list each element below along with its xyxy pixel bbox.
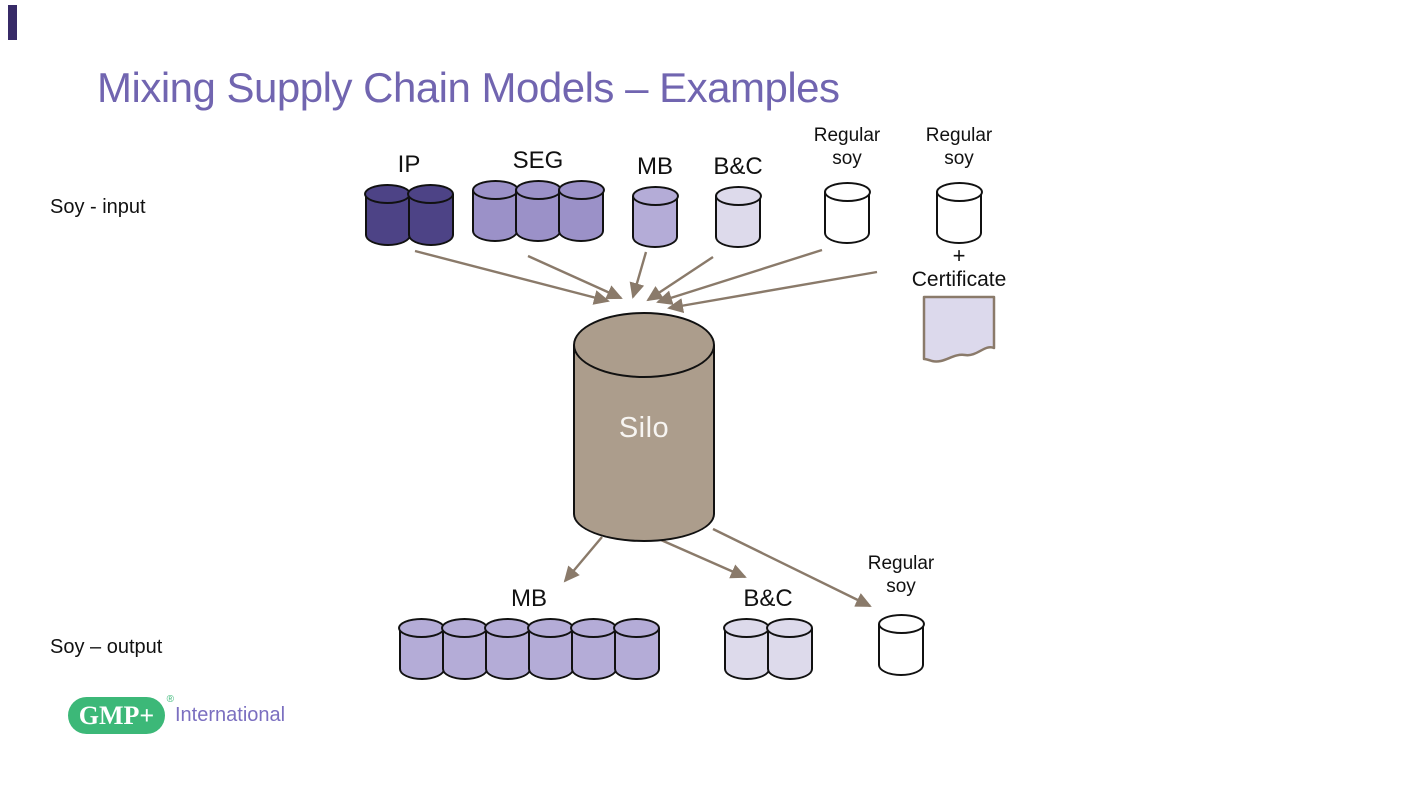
certificate-label: Certificate [911, 268, 1007, 291]
arrow-regular2-to-silo [667, 270, 878, 314]
cylinder-row-seg [471, 180, 605, 242]
silo-label: Silo [618, 412, 670, 444]
cylinder [557, 180, 605, 242]
silo-cap [573, 312, 715, 378]
silo-cylinder: Silo [573, 312, 715, 542]
group-label-bc-output: B&C [743, 585, 793, 612]
arrow-bc-to-silo [646, 255, 714, 302]
arrow-seg-to-silo [527, 254, 623, 300]
cylinder-row-ip [364, 184, 454, 246]
arrow-silo-to-bc [660, 538, 747, 579]
cylinder [398, 618, 445, 680]
arrow-silo-to-mb [563, 536, 603, 583]
slide-accent-bar [8, 5, 17, 40]
group-label-bc-input: B&C [713, 153, 763, 180]
input-group-bc: B&C [707, 152, 769, 248]
arrow-regular1-to-silo [656, 248, 823, 305]
cylinder-row-bc-input [714, 186, 762, 248]
cylinder-row-regular-soy-2 [935, 182, 983, 244]
cylinder [631, 186, 679, 248]
group-label-seg: SEG [512, 147, 564, 174]
cylinder [766, 618, 813, 680]
input-group-seg: SEG [471, 146, 605, 242]
plus-sign: + [952, 243, 966, 268]
input-group-mb: MB [625, 152, 685, 248]
cylinder [723, 618, 770, 680]
slide-title: Mixing Supply Chain Models – Examples [97, 64, 840, 111]
cylinder-row-mb-output [398, 618, 660, 680]
gmp-logo: GMP+ ® International [68, 694, 286, 734]
arrow-mb-to-silo [629, 251, 648, 299]
cylinder-row-mb-input [631, 186, 679, 248]
cylinder [527, 618, 574, 680]
cylinder-row-bc-output [723, 618, 813, 680]
group-label-mb-input: MB [637, 153, 673, 180]
group-label-regular-soy-output: Regular soy [867, 553, 935, 597]
registered-trademark-icon: ® [166, 694, 174, 705]
cylinder [407, 184, 454, 246]
input-group-ip: IP [363, 150, 455, 246]
cylinder [935, 182, 983, 244]
cylinder-row-regular-soy-1 [823, 182, 871, 244]
input-group-regular-soy-2: Regular soy + Certificate [904, 124, 1014, 367]
cylinder [877, 614, 925, 676]
gmp-logo-subtext: International [175, 704, 286, 726]
gmp-logo-pill: GMP+ ® [68, 694, 174, 734]
cylinder [514, 180, 562, 242]
cylinder [613, 618, 660, 680]
soy-input-label: Soy - input [50, 196, 146, 218]
arrow-ip-to-silo [414, 249, 610, 305]
cylinder [714, 186, 762, 248]
gmp-logo-text: GMP+ [78, 700, 155, 730]
output-group-bc: B&C [723, 584, 813, 680]
cylinder [484, 618, 531, 680]
cylinder [364, 184, 411, 246]
group-label-regular-soy-2: Regular soy [925, 125, 993, 169]
output-group-regular-soy: Regular soy [861, 552, 941, 676]
cylinder [823, 182, 871, 244]
cylinder [570, 618, 617, 680]
output-group-mb: MB [396, 584, 662, 680]
input-group-regular-soy-1: Regular soy [807, 124, 887, 244]
group-label-mb-output: MB [511, 585, 547, 612]
cylinder-row-regular-soy-output [877, 614, 925, 676]
cylinder [471, 180, 519, 242]
soy-output-label: Soy – output [50, 636, 163, 658]
group-label-ip: IP [397, 151, 421, 178]
certificate-document-icon [922, 295, 996, 363]
group-label-regular-soy-1: Regular soy [813, 125, 881, 169]
cylinder [441, 618, 488, 680]
